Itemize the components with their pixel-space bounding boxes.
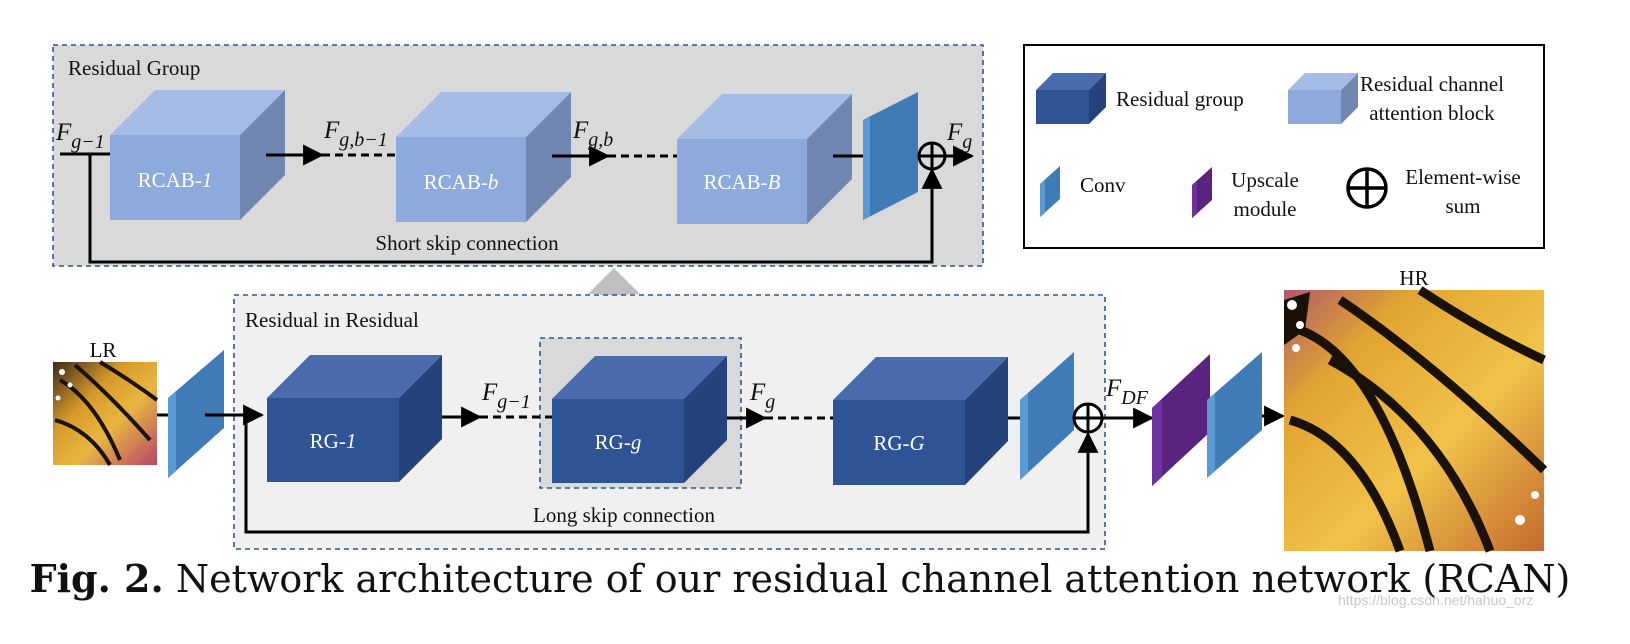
legend-upscale-icon (1192, 167, 1212, 218)
final-conv-layer (1207, 352, 1262, 478)
legend-conv-icon (1040, 166, 1060, 217)
top-mid-label-2: Fg,b (572, 117, 613, 151)
fdf-label: FDF (1105, 375, 1149, 409)
watermark: https://blog.csdn.net/hahuo_orz (1338, 592, 1534, 608)
bottom-mid-label-2: Fg (749, 379, 775, 413)
first-conv-layer (168, 350, 224, 478)
caption-text: Network architecture of our residual cha… (163, 557, 1571, 601)
rg-block-g: RG-g (552, 356, 727, 483)
rcab-B-label: RCAB-B (703, 170, 780, 194)
lr-label: LR (90, 338, 117, 362)
rg-block-G: RG-G (833, 357, 1008, 485)
residual-in-residual-title: Residual in Residual (245, 308, 419, 332)
caption-prefix: Fig. 2. (29, 556, 164, 601)
legend-sum-label-2: sum (1445, 194, 1480, 218)
upscale-module (1152, 354, 1210, 486)
rcab-1-label: RCAB-1 (138, 168, 213, 192)
rcab-b-label: RCAB-b (424, 170, 499, 194)
rcab-block-b: RCAB-b (396, 92, 571, 222)
legend-conv-label: Conv (1080, 173, 1126, 197)
top-input-label: Fg−1 (55, 119, 105, 153)
legend-rcab-icon (1288, 73, 1358, 124)
legend-sum-icon (1346, 167, 1388, 209)
rg-g-label: RG-g (595, 430, 642, 454)
legend-rcab-label-2: attention block (1369, 101, 1495, 125)
top-sum-node (917, 141, 947, 171)
long-skip-label: Long skip connection (533, 503, 715, 527)
top-conv-layer (863, 92, 918, 220)
legend-upscale-label-1: Upscale (1231, 168, 1299, 192)
rcab-block-1: RCAB-1 (110, 90, 285, 220)
short-skip-connection: Short skip connection (60, 152, 943, 264)
figure-caption: Fig. 2. Network architecture of our resi… (0, 556, 1600, 601)
hr-image: HR (1284, 266, 1548, 553)
lr-image: LR (53, 338, 159, 466)
bottom-sum-node (1072, 402, 1104, 434)
top-output-label: Fg (946, 119, 972, 153)
rg-G-label: RG-G (873, 431, 924, 455)
legend-residual-group-label: Residual group (1116, 87, 1244, 111)
rcab-block-B: RCAB-B (677, 94, 852, 224)
legend-rcab-label-1: Residual channel (1360, 72, 1504, 96)
rg-block-1: RG-1 (267, 355, 442, 482)
rir-conv-layer (1020, 352, 1074, 480)
top-mid-label-1: Fg,b−1 (323, 117, 388, 151)
legend-residual-group-icon (1036, 73, 1106, 124)
legend-upscale-label-2: module (1234, 197, 1297, 221)
legend: Residual group Residual channel attentio… (1023, 44, 1545, 249)
hr-label: HR (1399, 266, 1428, 290)
residual-group-title: Residual Group (68, 56, 200, 80)
bottom-mid-label-1: Fg−1 (481, 379, 531, 413)
legend-sum-label-1: Element-wise (1405, 165, 1520, 189)
short-skip-label: Short skip connection (375, 231, 559, 255)
long-skip-connection: Long skip connection (244, 415, 1099, 534)
rg-1-label: RG-1 (310, 429, 357, 453)
